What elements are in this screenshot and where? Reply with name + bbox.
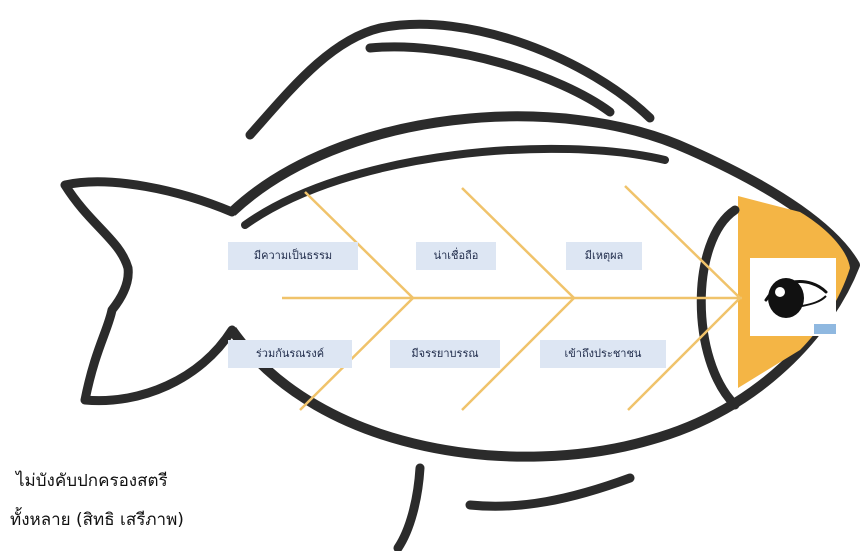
fish-body-outline (227, 111, 860, 462)
eye-icon (764, 278, 828, 318)
ventral-fin-outer (393, 463, 425, 551)
ventral-fin-inner (465, 473, 635, 511)
dorsal-fin-outer (245, 19, 655, 140)
dorsal-fin-inner (365, 42, 615, 117)
label-bottom-right: เข้าถึงประชาชน (540, 340, 666, 368)
bone-top-1 (304, 191, 414, 299)
bone-top-3 (624, 185, 741, 299)
label-bottom-mid: มีจรรยาบรรณ (390, 340, 500, 368)
bone-top-2 (461, 187, 575, 299)
label-bottom-left: ร่วมกันรณรงค์ (228, 340, 352, 368)
gill-arc (696, 205, 740, 410)
bone-bottom-3 (627, 297, 741, 411)
label-top-right: มีเหตุผล (566, 242, 642, 270)
caption-line-2: ทั้งหลาย (สิทธิ เสรีภาพ) (10, 510, 184, 530)
bone-bottom-1 (299, 297, 414, 411)
label-top-mid: น่าเชื่อถือ (416, 242, 496, 270)
caption-line-1: ไม่บังคับปกครองสตรี (16, 471, 168, 491)
bone-bottom-2 (461, 297, 575, 411)
eye-panel-highlight (814, 324, 836, 334)
label-top-left: มีความเป็นธรรม (228, 242, 358, 270)
tail (60, 177, 237, 406)
body-inner-line (241, 144, 669, 229)
